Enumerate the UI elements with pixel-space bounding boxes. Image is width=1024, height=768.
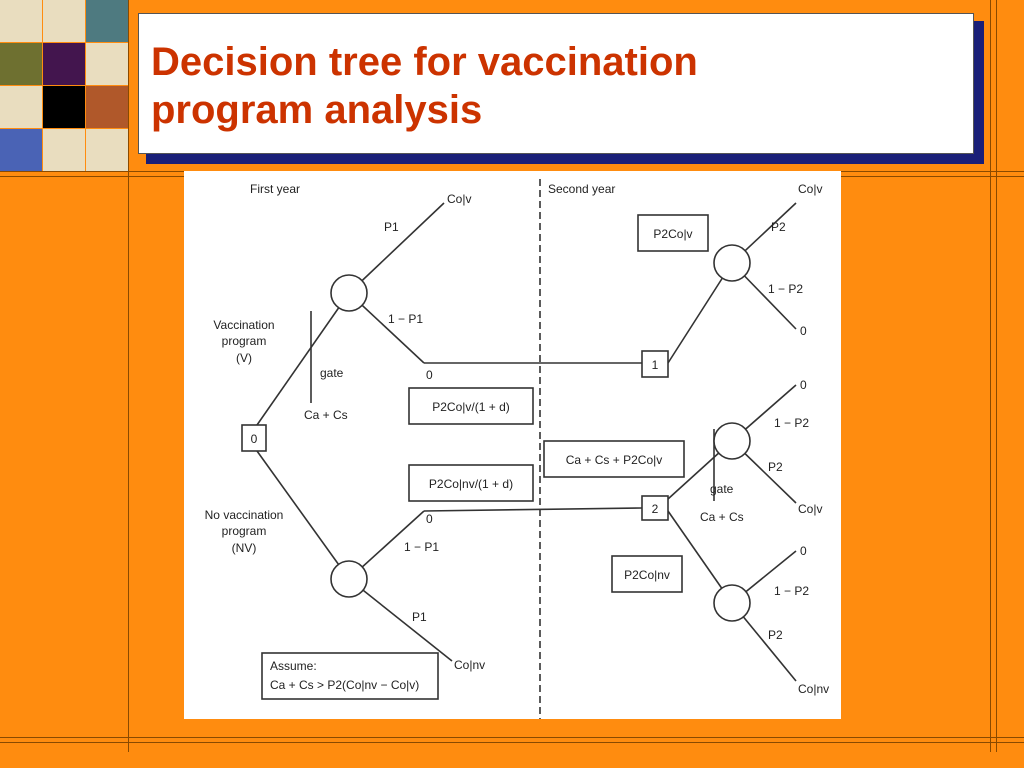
tree-branch	[256, 292, 350, 426]
chance-node	[330, 560, 368, 598]
assume-box	[261, 652, 439, 700]
slide-title: Decision tree for vaccination program an…	[151, 38, 951, 134]
decision-node-0	[241, 424, 267, 452]
box-text: P2Co|v/(1 + d)	[432, 400, 509, 414]
probability-label: 1 − P2	[774, 584, 809, 598]
vaccination-label: (V)	[236, 351, 252, 365]
value-box	[543, 440, 685, 478]
probability-label: 1 − P2	[774, 416, 809, 430]
chance-node	[713, 422, 751, 460]
divider-line	[996, 0, 997, 752]
mosaic-tile	[0, 0, 42, 42]
outcome-label: Co|nv	[454, 658, 485, 672]
decorative-mosaic	[0, 0, 128, 171]
decision-node-2	[641, 495, 669, 521]
outcome-label: 0	[800, 378, 807, 392]
title-line-2: program analysis	[151, 88, 483, 132]
chance-node	[330, 274, 368, 312]
mosaic-tile	[86, 86, 128, 128]
node-label: 2	[652, 502, 659, 516]
second-year-label: Second year	[548, 182, 615, 196]
probability-label: 1 − P2	[768, 282, 803, 296]
probability-label: P2	[771, 220, 786, 234]
node-label: 1	[652, 358, 659, 372]
assume-heading: Assume:	[270, 659, 317, 673]
tree-branch	[667, 262, 733, 364]
probability-label: 1 − P1	[404, 540, 439, 554]
mosaic-tile	[43, 86, 85, 128]
box-text: P2Co|v	[653, 227, 692, 241]
probability-label: P1	[412, 610, 427, 624]
mosaic-tile	[43, 0, 85, 42]
outcome-label: 0	[426, 512, 433, 526]
value-box	[408, 387, 534, 425]
title-line-1: Decision tree for vaccination	[151, 40, 698, 84]
mosaic-tile	[86, 0, 128, 42]
box-text: Ca + Cs + P2Co|v	[566, 453, 663, 467]
box-text: P2Co|nv/(1 + d)	[429, 477, 513, 491]
mosaic-tile	[86, 129, 128, 171]
vaccination-label: program	[222, 334, 267, 348]
node-label: 0	[251, 432, 258, 446]
divider-line	[0, 737, 1024, 738]
tree-branch	[348, 578, 453, 662]
gate-label: gate	[710, 482, 734, 496]
outcome-label: 0	[800, 324, 807, 338]
value-box	[611, 555, 683, 593]
gate-cost-label: Ca + Cs	[304, 408, 348, 422]
outcome-label: Co|v	[447, 192, 471, 206]
decision-tree-svg: First year Second year Vaccination progr…	[205, 179, 829, 719]
tree-branch	[256, 450, 350, 580]
mosaic-tile	[43, 43, 85, 85]
tree-branch	[423, 507, 643, 512]
value-box	[408, 464, 534, 502]
first-year-label: First year	[250, 182, 300, 196]
decision-tree-diagram: First year Second year Vaccination progr…	[184, 171, 841, 719]
mosaic-tile	[0, 43, 42, 85]
outcome-label: 0	[426, 368, 433, 382]
outcome-label: Co|v	[798, 182, 822, 196]
box-text: P2Co|nv	[624, 568, 670, 582]
outcome-label: Co|nv	[798, 682, 829, 696]
no-vaccination-label: No vaccination	[205, 508, 284, 522]
mosaic-tile	[43, 129, 85, 171]
gate-label: gate	[320, 366, 344, 380]
no-vaccination-label: (NV)	[232, 541, 257, 555]
vaccination-label: Vaccination	[213, 318, 274, 332]
probability-label: P2	[768, 460, 783, 474]
chance-node	[713, 584, 751, 622]
probability-label: 1 − P1	[388, 312, 423, 326]
mosaic-tile	[0, 86, 42, 128]
mosaic-tile	[0, 129, 42, 171]
divider-line	[990, 0, 991, 752]
value-box	[637, 214, 709, 252]
no-vaccination-label: program	[222, 524, 267, 538]
mosaic-tile	[86, 43, 128, 85]
divider-line	[0, 742, 1024, 743]
outcome-label: Co|v	[798, 502, 822, 516]
chance-node	[713, 244, 751, 282]
outcome-label: 0	[800, 544, 807, 558]
probability-label: P1	[384, 220, 399, 234]
assume-condition: Ca + Cs > P2(Co|nv − Co|v)	[270, 678, 419, 692]
title-box: Decision tree for vaccination program an…	[138, 13, 974, 154]
divider-line	[128, 0, 129, 752]
tree-branch	[348, 202, 445, 294]
probability-label: P2	[768, 628, 783, 642]
decision-node-1	[641, 350, 669, 378]
gate-cost-label: Ca + Cs	[700, 510, 744, 524]
